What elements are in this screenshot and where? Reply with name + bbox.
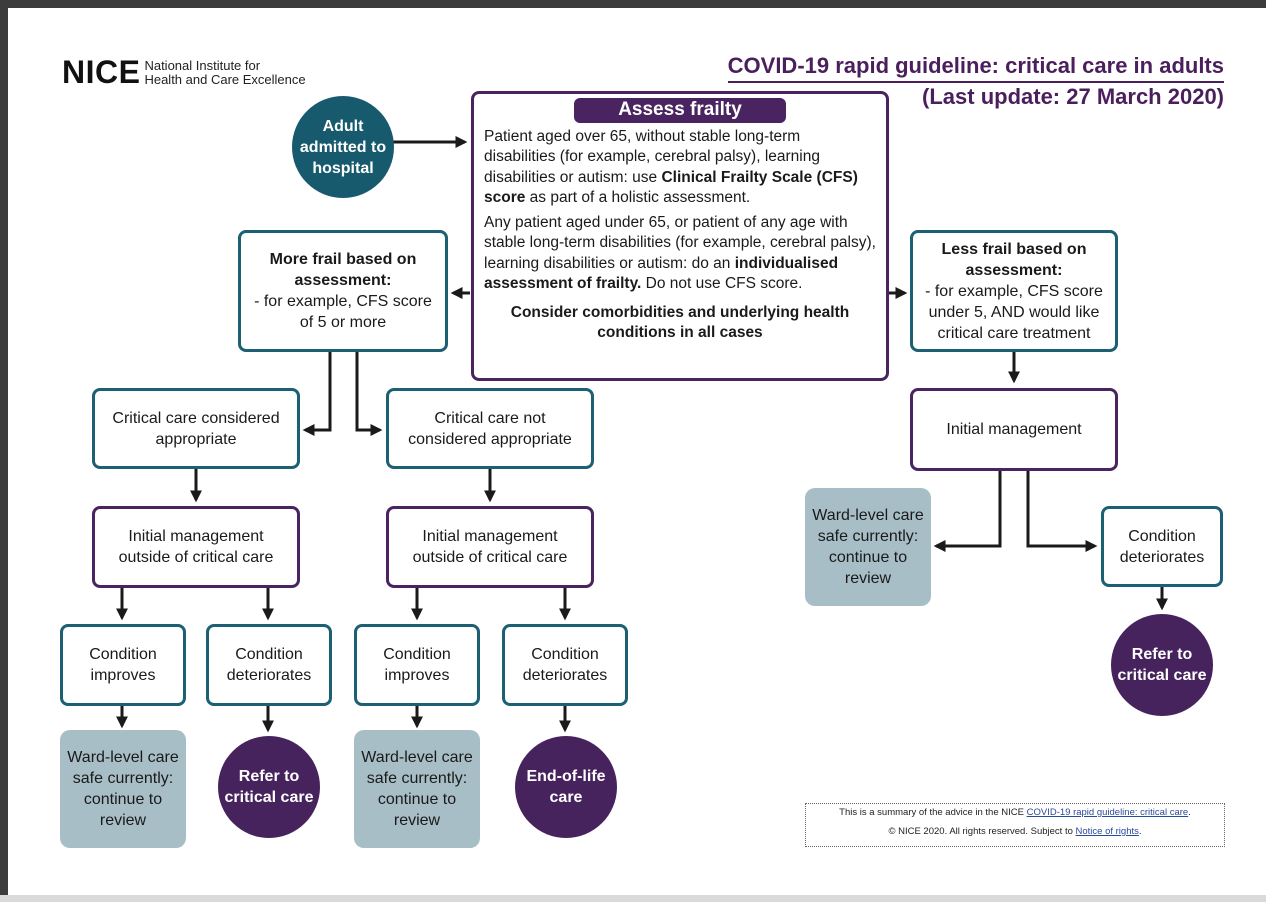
window-bottom-bar bbox=[0, 895, 1266, 902]
assess-frailty-box: Assess frailty Patient aged over 65, wit… bbox=[471, 91, 889, 381]
more-frail-heading: More frail based on assessment: bbox=[269, 251, 417, 289]
footer-copyright-line: © NICE 2020. All rights reserved. Subjec… bbox=[810, 826, 1220, 838]
refer-critical-care-node-1: Refer to critical care bbox=[218, 736, 320, 838]
cc-not-appropriate-box: Critical care not considered appropriate bbox=[386, 388, 594, 469]
arrow-more-frail-to-cc-not-appropriate bbox=[355, 352, 383, 436]
title-line2: (Last update: 27 March 2020) bbox=[922, 84, 1224, 109]
footer-copyright-text: © NICE 2020. All rights reserved. Subjec… bbox=[888, 826, 1076, 837]
title-line1: COVID-19 rapid guideline: critical care … bbox=[727, 52, 1224, 83]
more-frail-body: - for example, CFS score of 5 or more bbox=[254, 293, 432, 331]
assess-consider-note: Consider comorbidities and underlying he… bbox=[510, 303, 850, 342]
arrow-more-frail-to-cc-appropriate bbox=[302, 352, 332, 436]
assess-p1-tail: as part of a holistic assessment. bbox=[525, 189, 751, 206]
arrow-initial-to-deteriorates bbox=[1026, 471, 1098, 552]
assess-frailty-heading: Assess frailty bbox=[574, 98, 786, 123]
arrow-initial-to-ward bbox=[933, 471, 1002, 552]
logo-subtitle: National Institute for Health and Care E… bbox=[144, 57, 306, 87]
cc-appropriate-box: Critical care considered appropriate bbox=[92, 388, 300, 469]
notice-of-rights-link[interactable]: Notice of rights bbox=[1075, 826, 1139, 837]
initial-management-box: Initial management bbox=[910, 388, 1118, 471]
less-frail-body: - for example, CFS score under 5, AND wo… bbox=[925, 282, 1103, 342]
page-title: COVID-19 rapid guideline: critical care … bbox=[727, 52, 1224, 111]
assess-p1-text: Patient aged over 65, without stable lon… bbox=[484, 127, 820, 186]
condition-deteriorates-box-3: Condition deteriorates bbox=[1101, 506, 1223, 587]
assess-paragraph-over-65: Patient aged over 65, without stable lon… bbox=[484, 127, 876, 209]
assess-p1-bold: Clinical Frailty Scale (CFS) score bbox=[484, 168, 858, 207]
footer-summary-line: This is a summary of the advice in the N… bbox=[810, 807, 1220, 819]
footer-copyright-end: . bbox=[1138, 826, 1142, 837]
logo-subtitle-line1: National Institute for bbox=[144, 57, 261, 73]
condition-deteriorates-box-2: Condition deteriorates bbox=[502, 624, 628, 706]
assess-p2-bold: individualised assessment of frailty. bbox=[484, 254, 839, 293]
ward-level-care-box-1: Ward-level care safe currently: continue… bbox=[60, 730, 186, 848]
guideline-link[interactable]: COVID-19 rapid guideline: critical care bbox=[1026, 807, 1189, 818]
window-top-bar bbox=[0, 0, 1266, 8]
end-of-life-care-node: End-of-life care bbox=[515, 736, 617, 838]
assess-p2-text: Any patient aged under 65, or patient of… bbox=[484, 213, 876, 272]
footer-summary-end: . bbox=[1188, 807, 1191, 818]
ward-level-care-box-3: Ward-level care safe currently: continue… bbox=[805, 488, 931, 606]
logo-subtitle-line2: Health and Care Excellence bbox=[144, 71, 306, 87]
condition-improves-box-1: Condition improves bbox=[60, 624, 186, 706]
condition-deteriorates-box-1: Condition deteriorates bbox=[206, 624, 332, 706]
logo-wordmark: NICE bbox=[62, 54, 141, 90]
refer-critical-care-node-2: Refer to critical care bbox=[1111, 614, 1213, 716]
nice-logo: NICE National Institute for Health and C… bbox=[62, 54, 306, 91]
ward-level-care-box-2: Ward-level care safe currently: continue… bbox=[354, 730, 480, 848]
condition-improves-box-2: Condition improves bbox=[354, 624, 480, 706]
less-frail-heading: Less frail based on assessment: bbox=[941, 240, 1087, 279]
start-node-adult-admitted: Adult admitted to hospital bbox=[292, 96, 394, 198]
footer-summary-text: This is a summary of the advice in the N… bbox=[839, 807, 1027, 818]
initial-outside-cc-box-1: Initial management outside of critical c… bbox=[92, 506, 300, 588]
assess-p2-tail: Do not use CFS score. bbox=[641, 275, 803, 292]
footer-notice: This is a summary of the advice in the N… bbox=[805, 803, 1225, 847]
window-left-bar bbox=[0, 0, 8, 902]
initial-outside-cc-box-2: Initial management outside of critical c… bbox=[386, 506, 594, 588]
assess-paragraph-under-65: Any patient aged under 65, or patient of… bbox=[484, 213, 876, 295]
less-frail-box: Less frail based on assessment: - for ex… bbox=[910, 230, 1118, 352]
more-frail-box: More frail based on assessment: - for ex… bbox=[238, 230, 448, 352]
